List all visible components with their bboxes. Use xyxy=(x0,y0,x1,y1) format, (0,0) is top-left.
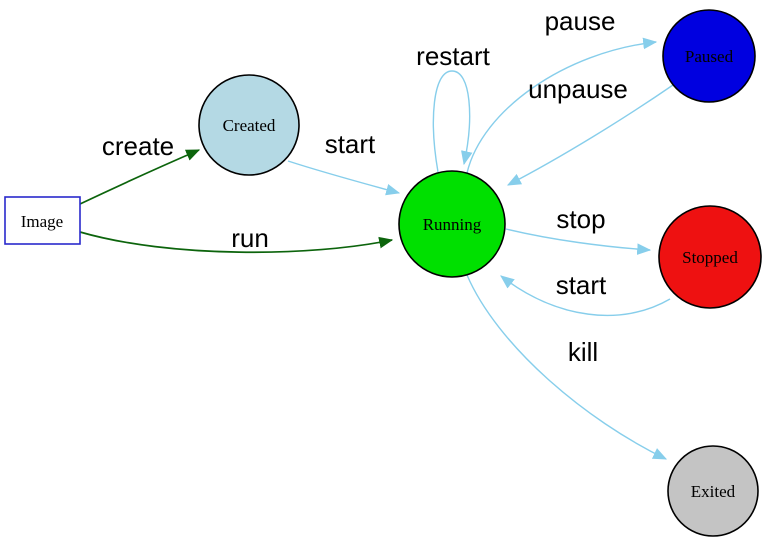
edge-label-stop: stop xyxy=(556,204,605,234)
stopped-node-circle xyxy=(658,205,762,309)
edge-label-unpause: unpause xyxy=(528,74,628,104)
edge-unpause xyxy=(506,84,674,186)
node-exited: Exited xyxy=(667,445,759,537)
edge-run xyxy=(79,231,394,254)
edge-start-created-running xyxy=(287,160,401,196)
edge-label-kill: kill xyxy=(568,337,598,367)
edge-pause xyxy=(466,37,658,174)
node-stopped: Stopped xyxy=(658,205,762,309)
node-created: Created xyxy=(198,74,300,176)
running-node-circle xyxy=(398,170,506,278)
exited-node-circle xyxy=(667,445,759,537)
edge-label-pause: pause xyxy=(545,6,616,36)
image-node-box xyxy=(4,196,81,245)
running-node-label: Running xyxy=(423,215,482,234)
paused-node-circle xyxy=(662,9,756,103)
edge-label-create: create xyxy=(102,131,174,161)
created-node-circle xyxy=(198,74,300,176)
node-paused: Paused xyxy=(662,9,756,103)
edge-kill xyxy=(466,274,668,460)
paused-node-label: Paused xyxy=(685,47,734,66)
stopped-node-label: Stopped xyxy=(682,248,738,267)
edge-restart-self-loop xyxy=(432,70,473,173)
exited-node-label: Exited xyxy=(691,482,736,501)
nodes-layer: Image Created Running Paused Stopped Exi xyxy=(4,9,762,537)
edge-stop xyxy=(505,228,652,255)
image-node-label: Image xyxy=(21,212,63,231)
edge-start-stopped-running xyxy=(500,275,671,316)
node-running: Running xyxy=(398,170,506,278)
edge-create xyxy=(79,149,201,205)
node-image: Image xyxy=(4,196,81,245)
edge-label-run: run xyxy=(231,223,269,253)
edge-label-start-stopped: start xyxy=(556,270,607,300)
edge-label-restart: restart xyxy=(416,41,490,71)
created-node-label: Created xyxy=(223,116,276,135)
edges-layer xyxy=(79,37,674,460)
edge-labels-layer: create run start restart pause unpause s… xyxy=(102,6,628,367)
edge-label-start-created: start xyxy=(325,129,376,159)
